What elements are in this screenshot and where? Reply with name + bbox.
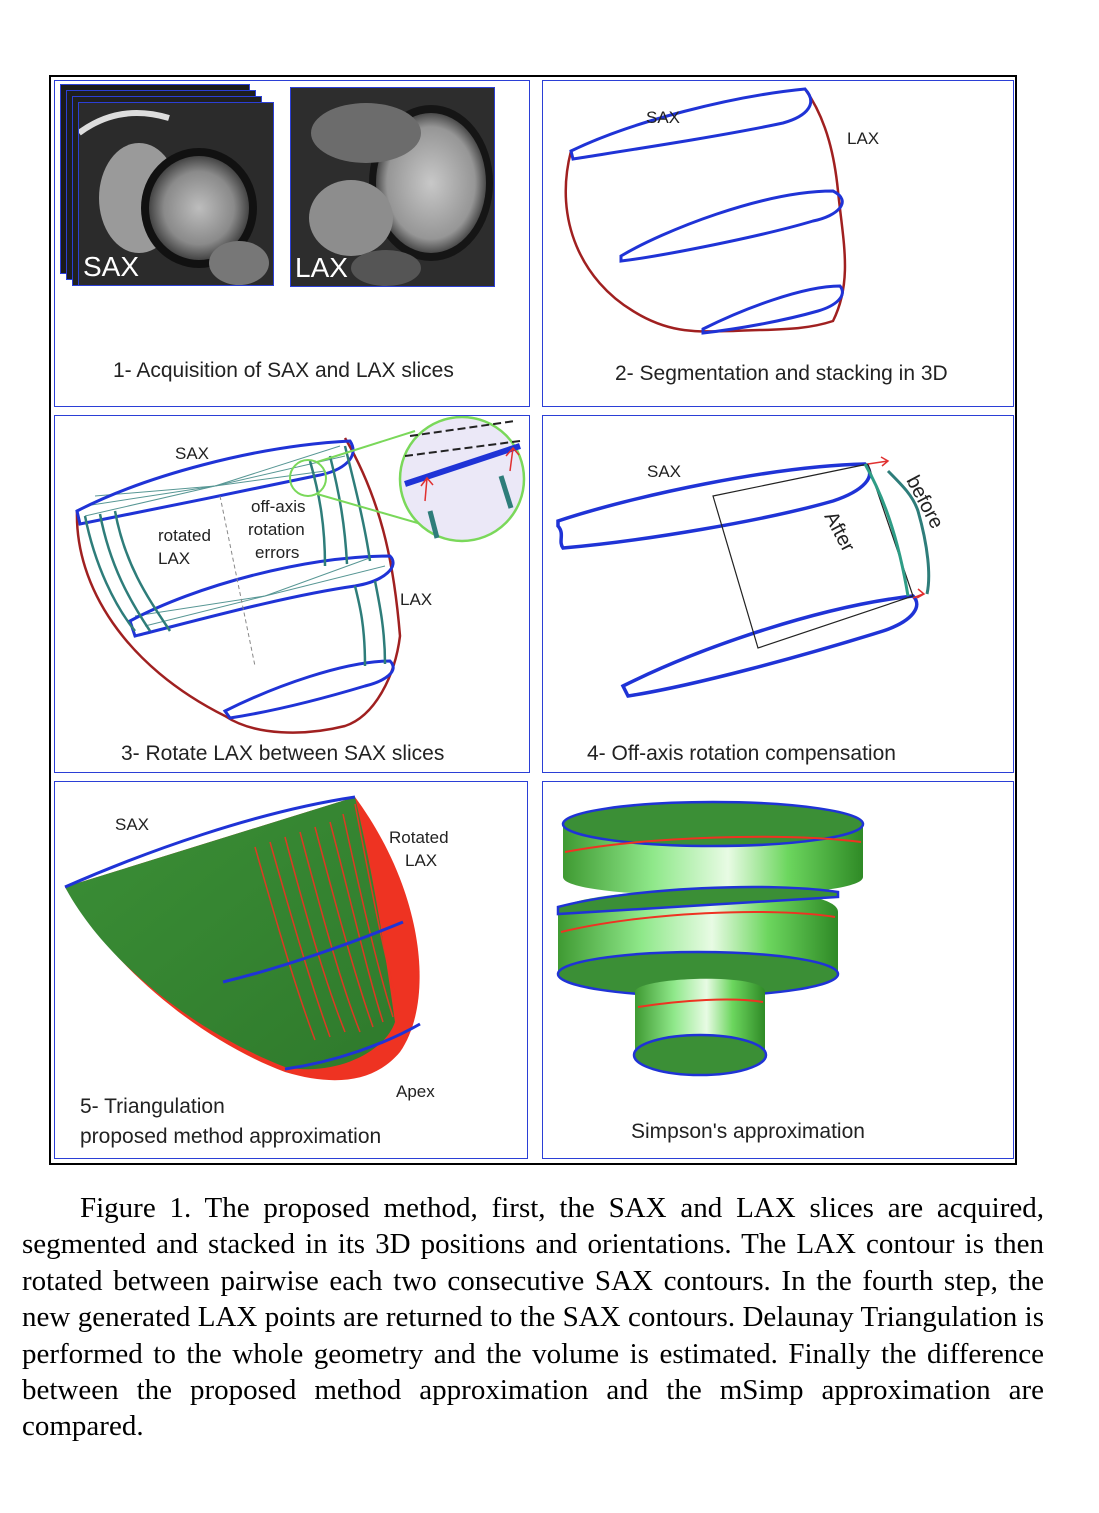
rotation-plane — [712, 463, 914, 649]
panel-5-caption-line-2: proposed method approximation — [80, 1125, 382, 1148]
panel-segmentation: SAX LAX 2- Segmentation and stacking in … — [542, 80, 1014, 407]
mri-sax-drawing — [79, 103, 273, 285]
before-contour — [886, 469, 931, 595]
mri-lax-drawing — [291, 88, 494, 286]
panel-3-offaxis-label-3: errors — [255, 543, 300, 562]
panel-4-sax-label: SAX — [647, 462, 682, 481]
panel-6-caption: Simpson's approximation — [631, 1120, 865, 1143]
panel-5-sax-label: SAX — [115, 815, 150, 834]
panel-5-caption-line-1: 5- Triangulation — [80, 1095, 225, 1118]
mri-lax-label: LAX — [295, 252, 348, 283]
panel-3-caption: 3- Rotate LAX between SAX slices — [121, 742, 445, 765]
panel-4-caption: 4- Off-axis rotation compensation — [587, 742, 896, 765]
panel-5-rotated-label-2: LAX — [405, 851, 438, 870]
mesh-red-lines — [254, 803, 401, 1041]
rotate-lax-drawing — [75, 416, 526, 734]
triangulation-drawing — [64, 795, 421, 1081]
sax-bottom-4 — [620, 594, 919, 698]
sax-top-4 — [556, 462, 872, 550]
panel-3-rotated-lax-label: LAX — [158, 549, 191, 568]
mri-lax-image: LAX — [290, 87, 495, 287]
panel-1-caption: 1- Acquisition of SAX and LAX slices — [113, 359, 454, 382]
sax-top-5 — [64, 795, 356, 889]
panel-offaxis-compensation: SAX After before 4- Off-axis rotation co… — [542, 415, 1014, 773]
sax-contour-bottom — [701, 284, 844, 335]
hatch-top — [84, 445, 386, 627]
sax-top-3 — [75, 439, 355, 526]
figure-caption: Figure 1. The proposed method, first, th… — [22, 1190, 1044, 1445]
panel-5-apex-label: Apex — [396, 1082, 435, 1101]
panel-5-rotated-label-1: Rotated — [389, 828, 449, 847]
panel-3-offaxis-label-1: off-axis — [251, 497, 306, 516]
simpson-drawing — [556, 800, 865, 1077]
panel-triangulation: SAX Rotated LAX Apex 5- Triangulation pr… — [54, 781, 528, 1159]
mesh-green-body — [65, 797, 395, 1070]
rotated-lax-lines — [83, 445, 387, 667]
sax-contour-top — [569, 87, 813, 161]
sax-mid-5 — [222, 920, 404, 984]
figure-caption-text: Figure 1. The proposed method, first, th… — [22, 1192, 1044, 1443]
mri-sax-image: SAX — [78, 102, 274, 286]
panel-2-sax-label: SAX — [646, 108, 681, 127]
sax-contour-mid — [619, 189, 844, 263]
segmentation-drawing — [564, 87, 847, 335]
panel-simpson: Simpson's approximation — [542, 781, 1014, 1159]
panel-3-offaxis-label-2: rotation — [248, 520, 305, 539]
panel-3-sax-label: SAX — [175, 444, 210, 463]
panel-acquisition: SAX LAX 1- Acquisition of SAX and LAX sl… — [54, 80, 530, 407]
offaxis-drawing — [556, 456, 931, 698]
panel-3-lax-label: LAX — [400, 590, 433, 609]
sax-bottom-5 — [284, 1022, 421, 1071]
after-contour — [863, 463, 910, 597]
mri-sax-label: SAX — [83, 251, 140, 282]
sax-bottom-3 — [222, 659, 395, 720]
panel-rotate-lax: SAX rotated LAX off-axis rotation errors… — [54, 415, 530, 773]
lax-contour-2 — [564, 88, 847, 333]
panel-3-rotated-label: rotated — [158, 526, 211, 545]
sax-mid-3 — [128, 554, 395, 638]
panel-2-caption: 2- Segmentation and stacking in 3D — [615, 362, 948, 385]
figure-frame: SAX LAX 1- Acquisition of SAX and LAX sl… — [49, 75, 1017, 1165]
panel-2-lax-label: LAX — [847, 129, 880, 148]
